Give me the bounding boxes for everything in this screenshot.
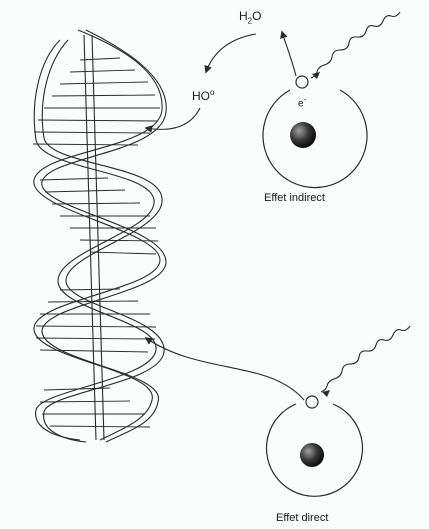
label-hydroxyl-radical: HOo <box>192 88 214 103</box>
arrow-water-to-radical <box>206 34 256 72</box>
direct-nucleus <box>300 443 324 467</box>
indirect-nucleus <box>290 122 316 148</box>
label-direct-effect: Effet direct <box>276 512 328 524</box>
backbone-strand-a-inner <box>42 30 166 442</box>
radiation-direct <box>321 326 410 392</box>
radiation-indirect <box>311 12 400 78</box>
direct-electron <box>306 396 318 408</box>
arrow-direct-to-dna <box>146 338 304 400</box>
indirect-atom <box>263 76 367 188</box>
radiation-indirect-arrowhead <box>312 72 320 79</box>
label-indirect-effect: Effet indirect <box>264 192 325 204</box>
arrow-radical-to-dna <box>146 108 200 129</box>
label-electron: e- <box>298 95 306 109</box>
indirect-electron <box>296 76 308 88</box>
label-water: H2O <box>239 9 261 25</box>
dna-helix <box>33 30 166 442</box>
direct-atom <box>267 396 363 496</box>
base-pair-rungs <box>33 58 160 427</box>
arrow-electron-to-water <box>282 32 296 76</box>
